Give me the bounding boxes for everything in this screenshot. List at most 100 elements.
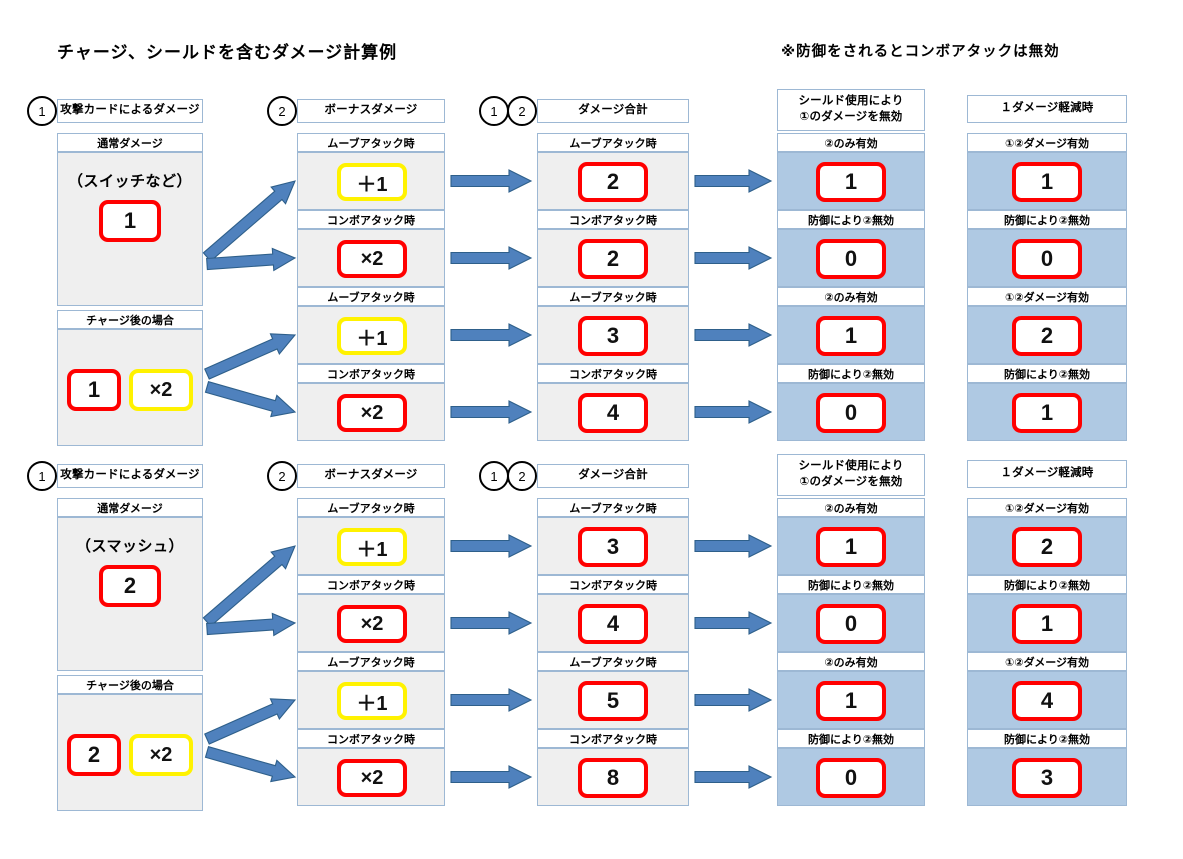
attack-charge-multiplier: ×2 bbox=[129, 734, 193, 776]
total-badge-2: 2 bbox=[507, 96, 537, 126]
reduce-row-3-caption: 防御により②無効 bbox=[967, 364, 1127, 383]
reduce-row-3-caption: 防御により②無効 bbox=[967, 729, 1127, 748]
reduce-row-2-caption: ①②ダメージ有効 bbox=[967, 287, 1127, 306]
shield-row-3-caption: 防御により②無効 bbox=[777, 729, 925, 748]
reduce-row-3-value: 3 bbox=[1012, 758, 1082, 798]
total-column-header: ダメージ合計 bbox=[537, 99, 689, 123]
shield-header-line-2: ①のダメージを無効 bbox=[799, 476, 903, 488]
shield-row-1-caption: 防御により②無効 bbox=[777, 210, 925, 229]
bonus-row-0-caption: ムーブアタック時 bbox=[297, 133, 445, 152]
attack-charge-caption: チャージ後の場合 bbox=[57, 675, 203, 694]
total-badge-2: 2 bbox=[507, 461, 537, 491]
reduce-row-2-caption: ①②ダメージ有効 bbox=[967, 652, 1127, 671]
arrow-attack-to-bonus-2 bbox=[204, 315, 301, 394]
page-title: チャージ、シールドを含むダメージ計算例 bbox=[57, 43, 398, 62]
shield-row-2-caption: ②のみ有効 bbox=[777, 652, 925, 671]
arrow-bonus-to-total-2 bbox=[450, 319, 535, 351]
total-badge-1: 1 bbox=[479, 96, 509, 126]
reduce-row-2-value: 2 bbox=[1012, 316, 1082, 356]
arrow-total-to-shield-3 bbox=[694, 761, 775, 793]
shield-row-0-caption: ②のみ有効 bbox=[777, 133, 925, 152]
bonus-badge-2: 2 bbox=[267, 96, 297, 126]
total-column-header: ダメージ合計 bbox=[537, 464, 689, 488]
total-row-3-caption: コンボアタック時 bbox=[537, 729, 689, 748]
arrow-attack-to-bonus-0 bbox=[202, 161, 301, 277]
total-row-2-value: 5 bbox=[578, 681, 648, 721]
bonus-row-3-caption: コンボアタック時 bbox=[297, 364, 445, 383]
total-row-0-value: 2 bbox=[578, 162, 648, 202]
total-row-2-caption: ムーブアタック時 bbox=[537, 287, 689, 306]
shield-row-3-value: 0 bbox=[816, 758, 886, 798]
total-row-1-caption: コンボアタック時 bbox=[537, 210, 689, 229]
attack-normal-value: 2 bbox=[99, 565, 161, 607]
shield-header-line-1: シールド使用により bbox=[798, 460, 904, 473]
shield-row-3-caption: 防御により②無効 bbox=[777, 364, 925, 383]
total-row-2-caption: ムーブアタック時 bbox=[537, 652, 689, 671]
attack-normal-caption: 通常ダメージ bbox=[57, 133, 203, 152]
shield-header-line-2: ①のダメージを無効 bbox=[799, 111, 903, 123]
arrow-bonus-to-total-0 bbox=[450, 165, 535, 197]
arrow-bonus-to-total-1 bbox=[450, 242, 535, 274]
bonus-column-header: ボーナスダメージ bbox=[297, 464, 445, 488]
reduce-row-0-caption: ①②ダメージ有効 bbox=[967, 498, 1127, 517]
attack-badge-1: 1 bbox=[27, 461, 57, 491]
total-row-3-value: 4 bbox=[578, 393, 648, 433]
bonus-badge-2: 2 bbox=[267, 461, 297, 491]
total-row-2-value: 3 bbox=[578, 316, 648, 356]
reduce-row-3-value: 1 bbox=[1012, 393, 1082, 433]
total-row-1-value: 2 bbox=[578, 239, 648, 279]
attack-normal-name: （スイッチなど） bbox=[67, 173, 192, 190]
reduce-row-1-caption: 防御により②無効 bbox=[967, 210, 1127, 229]
shield-row-1-value: 0 bbox=[816, 239, 886, 279]
arrow-total-to-shield-3 bbox=[694, 396, 775, 428]
attack-charge-multiplier: ×2 bbox=[129, 369, 193, 411]
attack-charge-caption: チャージ後の場合 bbox=[57, 310, 203, 329]
reduce-row-0-value: 1 bbox=[1012, 162, 1082, 202]
bonus-row-0-value: ＋1 bbox=[337, 528, 407, 566]
shield-column-header: シールド使用により ①のダメージを無効 bbox=[777, 454, 925, 496]
arrow-bonus-to-total-3 bbox=[450, 396, 535, 428]
bonus-row-2-caption: ムーブアタック時 bbox=[297, 287, 445, 306]
bonus-row-3-value: ×2 bbox=[337, 759, 407, 797]
arrow-bonus-to-total-3 bbox=[450, 761, 535, 793]
arrow-bonus-to-total-1 bbox=[450, 607, 535, 639]
reduce-row-0-caption: ①②ダメージ有効 bbox=[967, 133, 1127, 152]
arrow-total-to-shield-1 bbox=[694, 242, 775, 274]
total-badge-1: 1 bbox=[479, 461, 509, 491]
shield-row-0-value: 1 bbox=[816, 527, 886, 567]
total-row-1-caption: コンボアタック時 bbox=[537, 575, 689, 594]
arrow-attack-to-bonus-1 bbox=[206, 603, 301, 649]
arrow-attack-to-bonus-3 bbox=[204, 732, 301, 797]
total-row-0-value: 3 bbox=[578, 527, 648, 567]
total-row-1-value: 4 bbox=[578, 604, 648, 644]
total-row-0-caption: ムーブアタック時 bbox=[537, 498, 689, 517]
arrow-total-to-shield-2 bbox=[694, 319, 775, 351]
total-row-0-caption: ムーブアタック時 bbox=[537, 133, 689, 152]
bonus-row-1-value: ×2 bbox=[337, 240, 407, 278]
bonus-column-header: ボーナスダメージ bbox=[297, 99, 445, 123]
attack-normal-value: 1 bbox=[99, 200, 161, 242]
attack-normal-name: （スマッシュ） bbox=[75, 538, 185, 555]
note-title: ※防御をされるとコンボアタックは無効 bbox=[781, 44, 1060, 60]
attack-charge-base: 1 bbox=[67, 369, 121, 411]
bonus-row-1-value: ×2 bbox=[337, 605, 407, 643]
bonus-row-1-caption: コンボアタック時 bbox=[297, 210, 445, 229]
reduce-column-header: １ダメージ軽減時 bbox=[967, 95, 1127, 123]
arrow-total-to-shield-0 bbox=[694, 530, 775, 562]
reduce-row-1-value: 0 bbox=[1012, 239, 1082, 279]
arrow-bonus-to-total-2 bbox=[450, 684, 535, 716]
shield-row-1-value: 0 bbox=[816, 604, 886, 644]
shield-row-3-value: 0 bbox=[816, 393, 886, 433]
attack-column-header: 攻撃カードによるダメージ bbox=[57, 99, 203, 123]
arrow-attack-to-bonus-0 bbox=[202, 526, 301, 642]
shield-row-1-caption: 防御により②無効 bbox=[777, 575, 925, 594]
bonus-row-0-caption: ムーブアタック時 bbox=[297, 498, 445, 517]
attack-badge-1: 1 bbox=[27, 96, 57, 126]
bonus-row-2-value: ＋1 bbox=[337, 682, 407, 720]
arrow-attack-to-bonus-2 bbox=[204, 680, 301, 759]
bonus-row-2-caption: ムーブアタック時 bbox=[297, 652, 445, 671]
bonus-row-3-caption: コンボアタック時 bbox=[297, 729, 445, 748]
shield-row-0-caption: ②のみ有効 bbox=[777, 498, 925, 517]
attack-normal-caption: 通常ダメージ bbox=[57, 498, 203, 517]
